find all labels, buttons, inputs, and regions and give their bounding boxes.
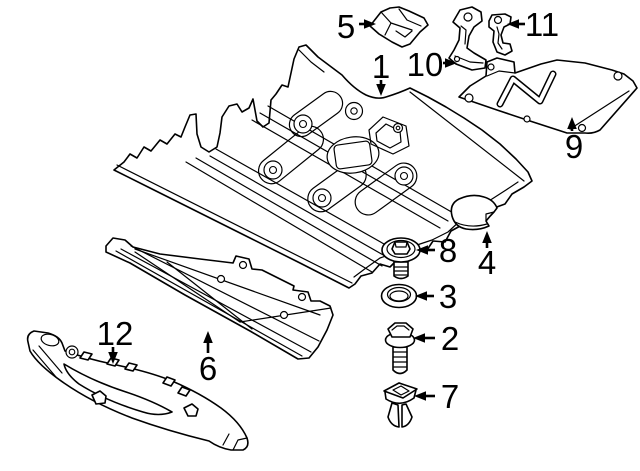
part-number-label: 9 [565, 128, 583, 165]
arrowhead-icon [567, 117, 577, 129]
part-8-washer-head-screw [381, 237, 421, 280]
callout-8: 8 [416, 232, 457, 269]
part-6-side-shield-panel [105, 237, 334, 360]
arrowhead-icon [416, 245, 428, 255]
part-number-label: 8 [439, 232, 457, 269]
callout-9: 9 [565, 117, 583, 165]
part-number-label: 10 [407, 46, 444, 83]
part-11-support-bracket-small [488, 13, 513, 56]
callout-4: 4 [478, 231, 496, 281]
arrowhead-icon [415, 291, 427, 301]
arrowhead-icon [414, 391, 426, 401]
callout-3: 3 [415, 278, 457, 315]
part-number-label: 5 [337, 8, 355, 45]
part-number-label: 1 [372, 48, 390, 85]
part-12-front-lower-trim-panel [26, 330, 249, 451]
arrowhead-icon [507, 19, 519, 29]
arrowhead-icon [108, 352, 118, 364]
part-7-expansion-rivet-nut [383, 382, 418, 428]
callout-12: 12 [97, 315, 134, 364]
part-number-label: 7 [441, 378, 459, 415]
part-number-label: 3 [439, 278, 457, 315]
callout-7: 7 [414, 378, 459, 415]
part-2-hex-flange-bolt [384, 322, 416, 375]
arrowhead-icon [376, 84, 386, 96]
part-5-mount-bracket [369, 6, 429, 48]
part-4-access-cap [450, 194, 498, 231]
part-10-support-bracket-tall [448, 6, 487, 71]
callout-1: 1 [372, 48, 390, 96]
part-number-label: 11 [525, 6, 559, 43]
callout-6: 6 [199, 331, 217, 387]
part-number-label: 2 [441, 320, 459, 357]
arrowhead-icon [445, 58, 457, 68]
arrowhead-icon [413, 333, 425, 343]
callout-2: 2 [413, 320, 459, 357]
callout-11: 11 [507, 6, 559, 43]
part-1-underbody-splash-shield [113, 44, 533, 289]
arrowhead-icon [482, 231, 492, 243]
callout-5: 5 [337, 8, 376, 45]
part-3-washer-grommet [380, 283, 418, 309]
part-9-reinforcement-plate [458, 57, 638, 134]
arrowhead-icon [203, 331, 213, 343]
arrowhead-icon [364, 19, 376, 29]
part-number-label: 4 [478, 244, 496, 281]
callout-10: 10 [407, 46, 457, 83]
part-number-label: 12 [97, 315, 134, 352]
part-number-label: 6 [199, 350, 217, 387]
